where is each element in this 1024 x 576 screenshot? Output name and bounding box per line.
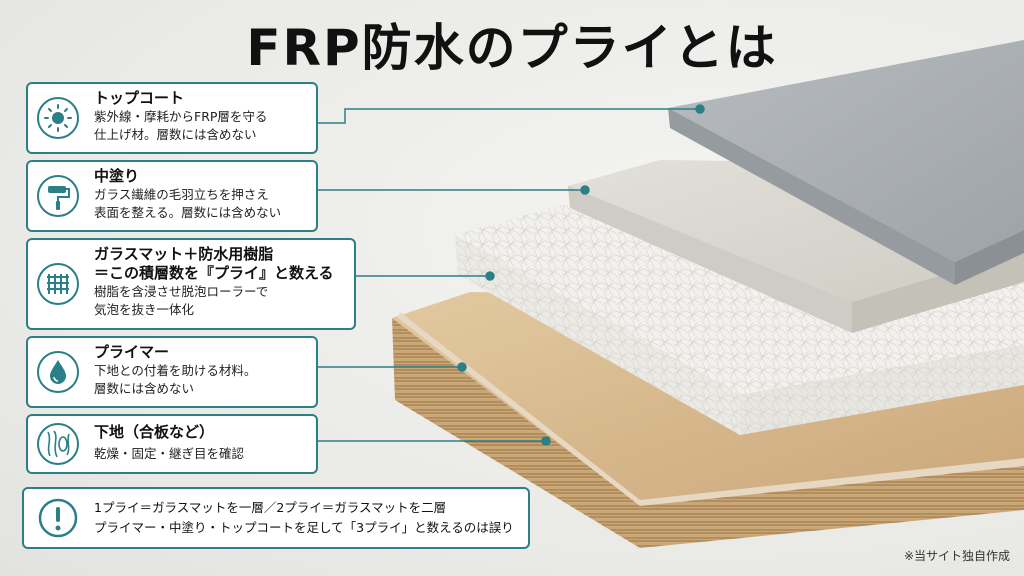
midcoat-card: 中塗り ガラス繊維の毛羽立ちを押さえ 表面を整える。層数には含めない xyxy=(26,160,318,232)
substrate-heading: 下地（合板など） xyxy=(94,423,215,441)
note-line2: プライマー・中塗り・トップコートを足して「3プライ」と数えるのは誤り xyxy=(94,520,514,535)
substrate-desc-line1: 乾燥・固定・継ぎ目を確認 xyxy=(94,446,245,461)
glass-mat-desc-line1: 樹脂を含浸させ脱泡ローラーで xyxy=(94,284,269,299)
mesh-icon xyxy=(36,262,80,306)
ply-definition-heading: ＝この積層数を『プライ』と数える xyxy=(94,264,334,282)
topcoat-heading: トップコート xyxy=(94,89,185,107)
primer-card: プライマー 下地との付着を助ける材料。 層数には含めない xyxy=(26,336,318,408)
glass-mat-card: ガラスマット＋防水用樹脂 ＝この積層数を『プライ』と数える 樹脂を含浸させ脱泡ロ… xyxy=(26,238,356,330)
primer-desc-line1: 下地との付着を助ける材料。 xyxy=(94,363,257,378)
substrate-card: 下地（合板など） 乾燥・固定・継ぎ目を確認 xyxy=(26,414,318,474)
page-title: FRP防水のプライとは xyxy=(246,19,778,77)
droplet-icon xyxy=(36,350,80,394)
note-line1: 1プライ＝ガラスマットを一層／2プライ＝ガラスマットを二層 xyxy=(94,500,447,515)
primer-layer xyxy=(398,312,1024,506)
primer-heading: プライマー xyxy=(94,343,170,361)
topcoat-desc-line2: 仕上げ材。層数には含めない xyxy=(94,127,257,142)
source-credit: ※当サイト独自作成 xyxy=(903,549,1010,563)
topcoat-layer xyxy=(668,40,1024,285)
midcoat-desc-line1: ガラス繊維の毛羽立ちを押さえ xyxy=(94,187,269,202)
leader-lines xyxy=(318,104,705,446)
wood-grain-icon xyxy=(36,422,80,466)
primer-desc-line2: 層数には含めない xyxy=(94,381,195,396)
topcoat-card: トップコート 紫外線・摩耗からFRP層を守る 仕上げ材。層数には含めない xyxy=(26,82,318,154)
paint-roller-icon xyxy=(36,174,80,218)
sun-icon xyxy=(36,96,80,140)
midcoat-desc-line2: 表面を整える。層数には含めない xyxy=(94,205,282,220)
midcoat-heading: 中塗り xyxy=(94,167,140,185)
glass-mat-heading: ガラスマット＋防水用樹脂 xyxy=(94,245,274,263)
topcoat-desc-line1: 紫外線・摩耗からFRP層を守る xyxy=(94,109,268,124)
exclamation-icon xyxy=(38,498,78,538)
ply-count-note: 1プライ＝ガラスマットを一層／2プライ＝ガラスマットを二層 プライマー・中塗り・… xyxy=(22,487,530,549)
glass-mat-desc-line2: 気泡を抜き一体化 xyxy=(94,302,195,317)
